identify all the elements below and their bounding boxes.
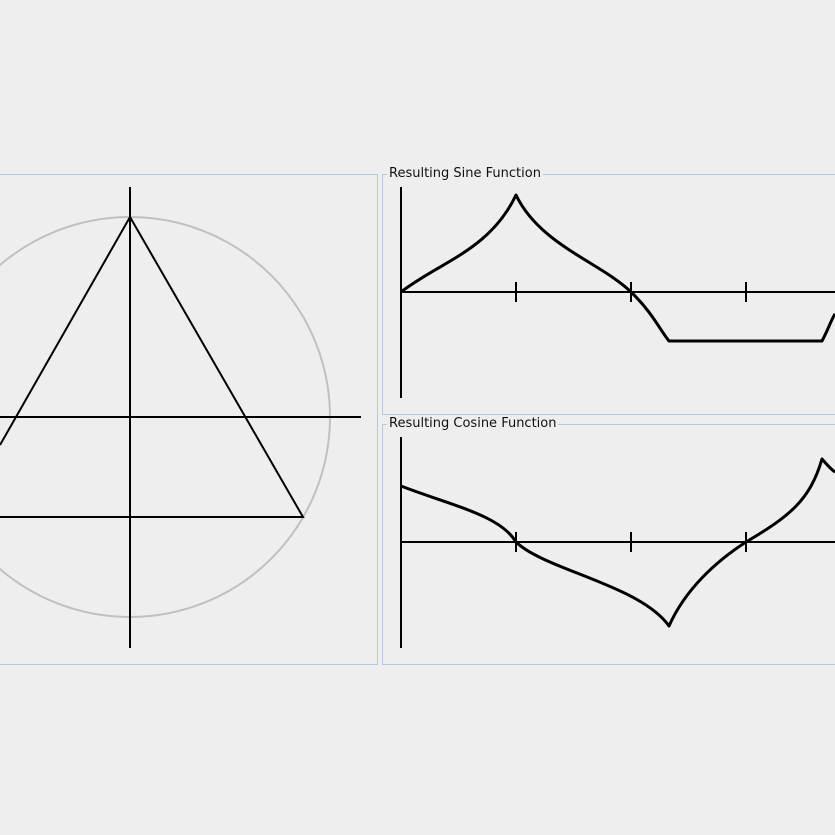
triangle-shape <box>0 214 305 518</box>
cosine-curve <box>400 457 835 628</box>
shape-panel <box>0 174 378 665</box>
unit-circle-drawing <box>0 187 361 648</box>
sine-curve <box>400 193 835 343</box>
cosine-panel-title: Resulting Cosine Function <box>387 416 559 432</box>
cosine-graph <box>400 437 835 648</box>
cosine-function-panel: Resulting Cosine Function <box>382 416 835 665</box>
sine-function-panel: Resulting Sine Function <box>382 166 835 415</box>
sine-panel-title: Resulting Sine Function <box>387 166 543 182</box>
sine-graph <box>400 187 835 398</box>
